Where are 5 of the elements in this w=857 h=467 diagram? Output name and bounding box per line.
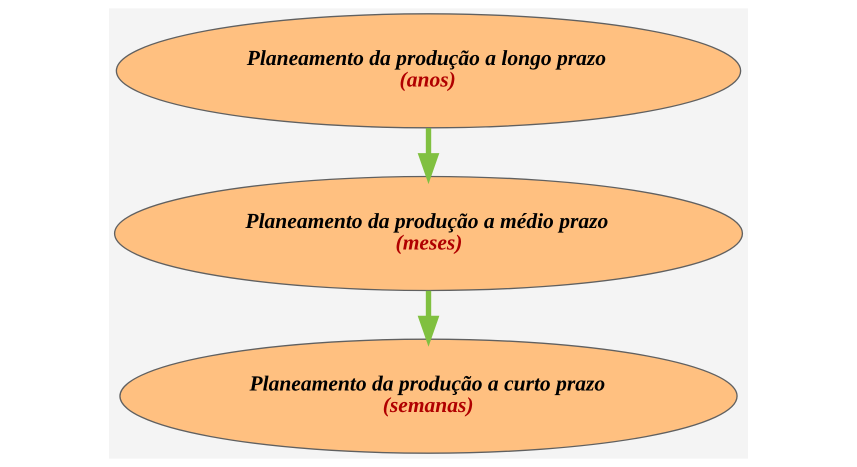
node-ellipse: Planeamento da produção a curto prazo (semanas): [119, 338, 738, 454]
node-ellipse: Planeamento da produção a longo prazo (anos): [116, 13, 742, 128]
arrow: [418, 290, 440, 347]
node-ellipse: Planeamento da produção a médio prazo (meses): [114, 176, 744, 292]
arrow: [418, 128, 440, 184]
